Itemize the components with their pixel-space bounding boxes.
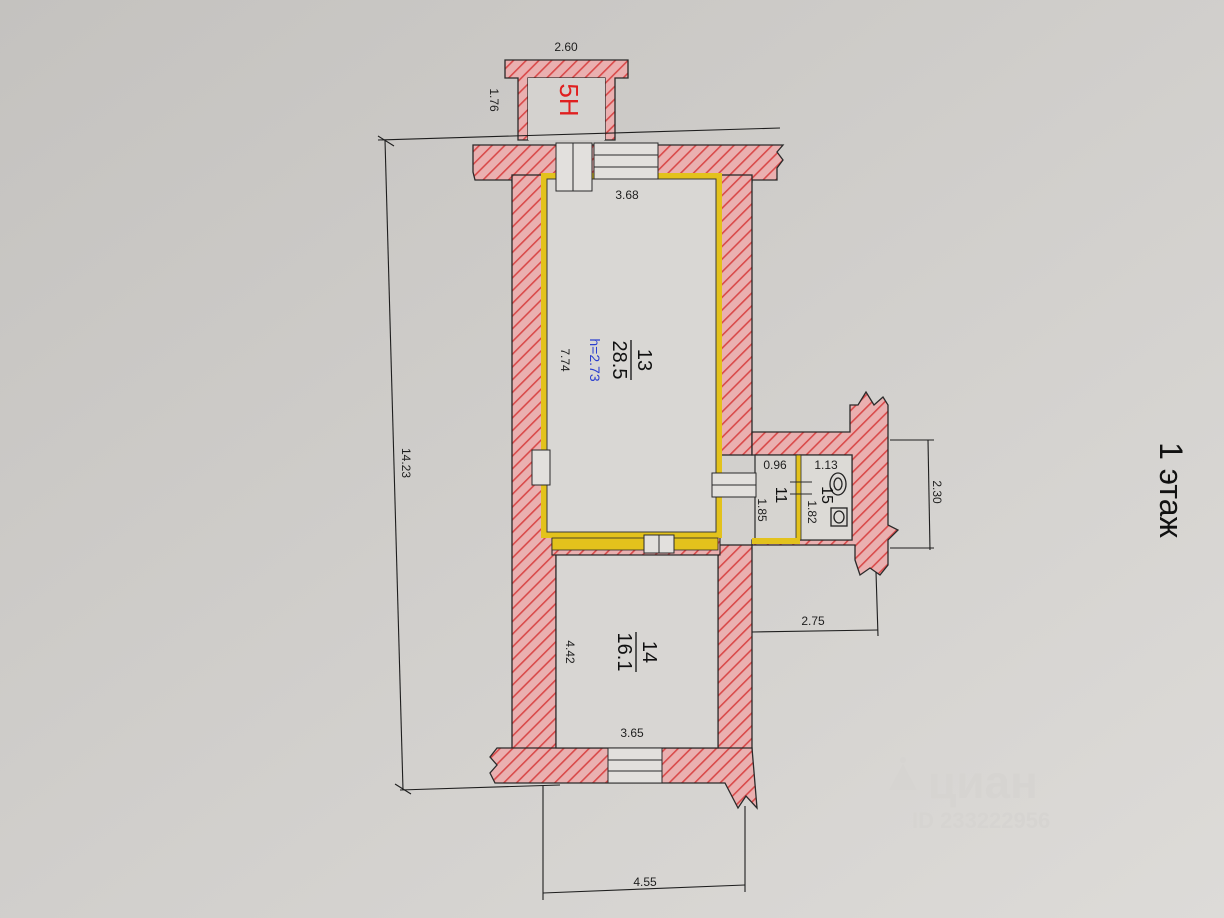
sink-icon [830, 507, 848, 527]
building-width-line [542, 884, 746, 894]
floor-label: 1 этаж [1153, 442, 1189, 538]
room-13-width-label: 3.68 [615, 188, 639, 202]
room-15-length-label: 1.82 [805, 500, 819, 524]
room-13-height-label: h=2.73 [587, 338, 603, 381]
left-niche [531, 449, 551, 486]
total-length-line [384, 139, 404, 791]
partition-yellow [551, 537, 719, 551]
openings [531, 142, 812, 784]
right-wall-lower [717, 544, 753, 761]
room-13-label: 13 28.5 [608, 340, 655, 380]
room-labels: 13 28.5 h=2.73 14 16.1 11 15 [587, 338, 835, 672]
vestibule-depth-label: 1.76 [487, 88, 501, 112]
vestibule-interior [528, 78, 605, 140]
room-15-number: 15 [818, 486, 835, 504]
room-13-length-label: 7.74 [558, 348, 572, 372]
annex-width-line [927, 439, 931, 551]
entrance-door [555, 142, 593, 192]
wc-fixtures [829, 472, 848, 527]
annex-divider [795, 454, 802, 541]
vestibule [504, 59, 629, 141]
bottom-window [607, 747, 663, 784]
annex-yellow-bar [752, 538, 800, 544]
vestibule-width-label: 2.60 [554, 40, 578, 54]
svg-text:16.1: 16.1 [613, 633, 635, 672]
svg-text:28.5: 28.5 [608, 341, 630, 380]
room-14-width-label: 3.65 [620, 726, 644, 740]
svg-text:14: 14 [638, 641, 660, 663]
room-14-label: 14 16.1 [613, 632, 660, 672]
annex-depth-line [751, 629, 879, 633]
right-wall-upper [717, 174, 753, 456]
room-11-width-label: 0.96 [763, 458, 787, 472]
annex-width-label: 2.30 [930, 480, 944, 504]
room-14-floor [555, 554, 719, 749]
room-11-number: 11 [772, 487, 789, 504]
room-15-width-label: 1.13 [814, 458, 838, 472]
unit-label: 5Н [554, 83, 584, 116]
brand-logo-icon [889, 757, 917, 790]
dimension-lines [377, 127, 934, 900]
room-11-length-label: 1.85 [755, 498, 769, 522]
total-length-label: 14.23 [399, 448, 413, 478]
svg-text:13: 13 [633, 349, 655, 371]
watermark-id: ID 233222956 [912, 808, 1050, 833]
toilet-icon [829, 472, 847, 496]
room-14-length-label: 4.42 [563, 640, 577, 664]
annex-depth-label: 2.75 [801, 614, 825, 628]
watermark: циан ID 233222956 [889, 756, 1050, 833]
top-window [593, 142, 659, 180]
building-width-label: 4.55 [633, 875, 657, 889]
watermark-brand: циан [928, 756, 1038, 808]
dimension-labels: 2.60 1.76 14.23 3.68 7.74 3.65 4.42 0.96… [399, 40, 944, 889]
